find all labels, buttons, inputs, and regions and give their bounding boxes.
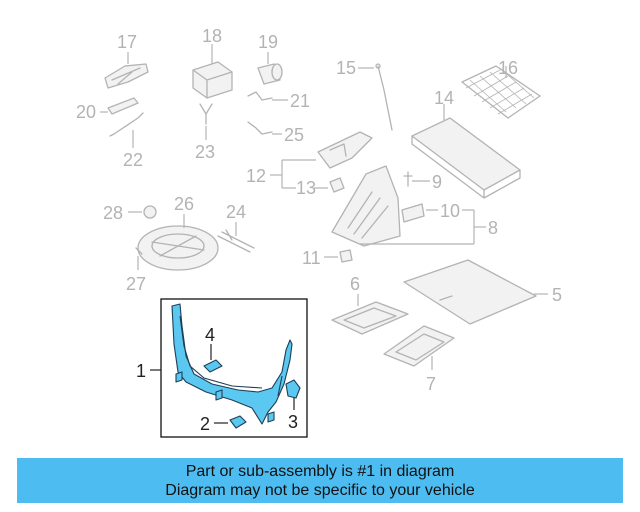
callout-19: 19 — [258, 32, 278, 52]
callout-15: 15 — [336, 58, 356, 78]
part-12-trim — [270, 131, 373, 188]
part-19-cylinder — [257, 52, 283, 85]
info-banner: Part or sub-assembly is #1 in diagram Di… — [17, 458, 623, 503]
callout-5: 5 — [552, 285, 562, 305]
part-23-bracket — [199, 103, 213, 140]
part-3-bracket — [285, 379, 301, 410]
callout-13: 13 — [296, 178, 316, 198]
part-20-handle — [100, 97, 139, 115]
part-26-tire-tray — [137, 214, 219, 271]
part-13-clip — [282, 177, 345, 193]
part-24-rail — [217, 222, 255, 253]
callout-23: 23 — [195, 142, 215, 162]
callout-18: 18 — [202, 26, 222, 46]
part-28-bolt — [128, 205, 157, 219]
callout-24: 24 — [226, 202, 246, 222]
part-15-rod — [358, 63, 393, 131]
callout-10: 10 — [440, 201, 460, 221]
part-11-fastener — [324, 249, 353, 263]
callout-20: 20 — [76, 102, 96, 122]
callout-8: 8 — [488, 218, 498, 238]
part-14-rear-shelf — [411, 104, 521, 199]
callout-16: 16 — [498, 58, 518, 78]
callout-25: 25 — [284, 125, 304, 145]
part-2-fastener — [214, 415, 247, 429]
callout-12: 12 — [246, 166, 266, 186]
highlight-box — [160, 298, 308, 438]
part-5-floor-mat — [403, 259, 548, 325]
part-9-pushpin — [403, 171, 430, 187]
callout-3: 3 — [288, 412, 298, 432]
callout-6: 6 — [350, 274, 360, 294]
callout-1: 1 — [136, 361, 146, 381]
callout-9: 9 — [432, 172, 442, 192]
callout-26: 26 — [174, 194, 194, 214]
part-8-side-trim — [331, 165, 486, 247]
callout-4: 4 — [205, 325, 215, 345]
part-18-box — [192, 44, 233, 99]
banner-line-1: Part or sub-assembly is #1 in diagram — [185, 462, 455, 480]
part-1-trunk-trim — [171, 303, 293, 425]
parts-diagram: 17 18 19 20 21 22 23 25 — [76, 26, 562, 438]
callout-27: 27 — [126, 274, 146, 294]
banner-line-2: Diagram may not be specific to your vehi… — [165, 481, 475, 499]
callout-28: 28 — [103, 203, 123, 223]
callout-22: 22 — [123, 150, 143, 170]
part-22-wrench — [109, 112, 144, 148]
part-21-clip — [247, 91, 288, 101]
part-27-bracket — [135, 247, 143, 270]
part-7-sill-plate — [383, 325, 455, 370]
callout-21: 21 — [290, 91, 310, 111]
part-6-sill-trim — [331, 294, 409, 335]
part-17-jack — [104, 52, 149, 89]
callout-17: 17 — [117, 32, 137, 52]
part-16-cargo-net — [461, 65, 541, 119]
callout-14: 14 — [434, 88, 454, 108]
callout-7: 7 — [426, 374, 436, 394]
part-4-clip — [203, 344, 223, 373]
callout-2: 2 — [200, 414, 210, 434]
callout-11: 11 — [302, 248, 321, 268]
part-25-hook — [247, 121, 282, 135]
